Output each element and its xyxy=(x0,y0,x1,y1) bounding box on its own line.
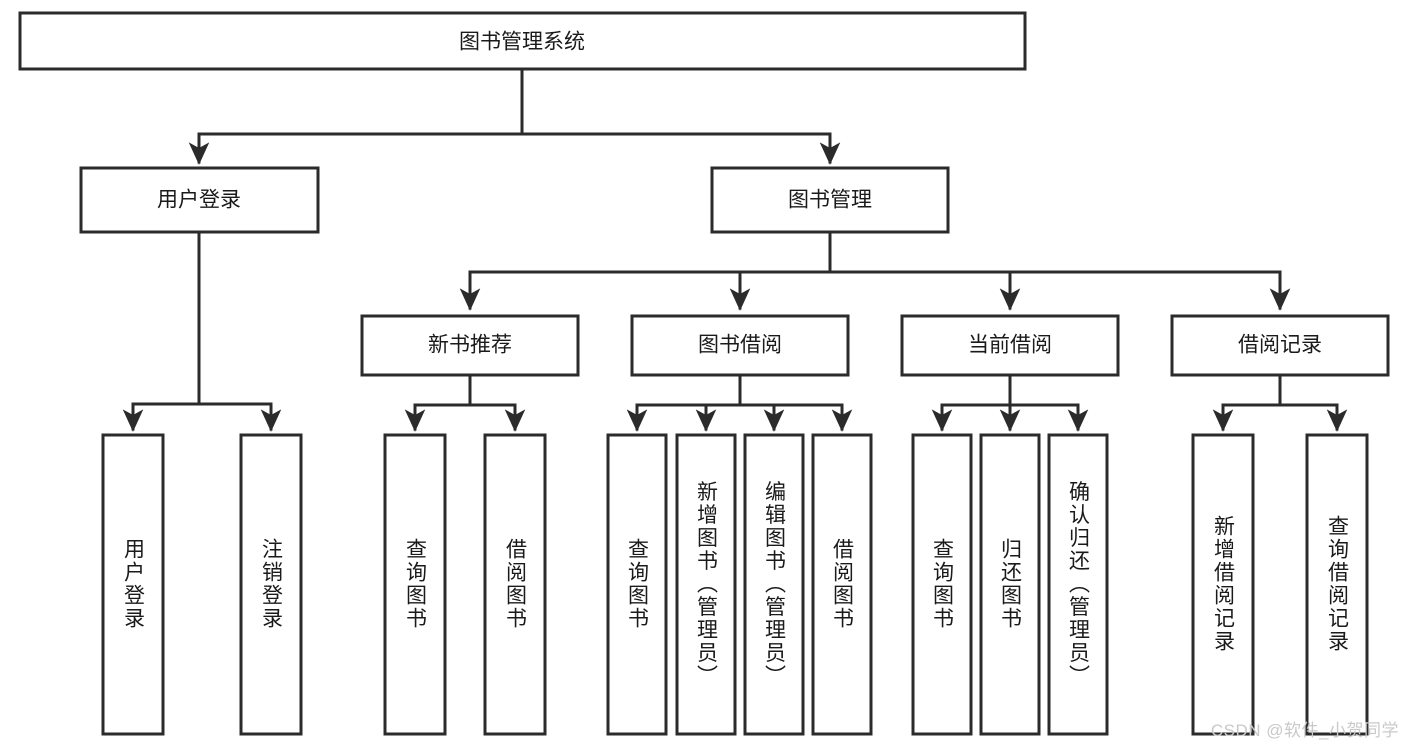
node-leaf-query-book-cur-label: 查询图书 xyxy=(931,538,955,630)
connector-user-login-bus xyxy=(131,230,273,406)
node-leaf-borrow-book[interactable]: 借阅图书 xyxy=(811,433,873,736)
node-leaf-user-login-label: 用户登录 xyxy=(122,538,146,630)
node-leaf-borrow-book-label: 借阅图书 xyxy=(831,538,855,630)
node-leaf-add-record[interactable]: 新增借阅记录 xyxy=(1191,433,1255,736)
connector-new-book-rec-bus xyxy=(413,373,517,407)
node-leaf-logout[interactable]: 注销登录 xyxy=(239,433,303,736)
node-root-label: 图书管理系统 xyxy=(459,31,585,54)
node-leaf-borrow-book-rec[interactable]: 借阅图书 xyxy=(483,433,547,736)
node-book-manage[interactable]: 图书管理 xyxy=(710,166,950,234)
connector-root-bus xyxy=(197,67,832,136)
node-leaf-add-record-label: 新增借阅记录 xyxy=(1212,515,1236,653)
node-book-manage-label: 图书管理 xyxy=(788,189,872,212)
connector-current-borrow-bus xyxy=(940,373,1080,407)
node-leaf-add-book-label: 新增图书（管理员） xyxy=(695,481,719,688)
node-current-borrow[interactable]: 当前借阅 xyxy=(900,314,1120,377)
node-leaf-add-book[interactable]: 新增图书（管理员） xyxy=(675,433,737,736)
node-current-borrow-label: 当前借阅 xyxy=(968,334,1052,357)
node-leaf-return-book[interactable]: 归还图书 xyxy=(979,433,1041,736)
connector-book-manage-bus xyxy=(468,230,1282,274)
node-root[interactable]: 图书管理系统 xyxy=(18,11,1027,71)
node-leaf-query-book-rec[interactable]: 查询图书 xyxy=(383,433,447,736)
node-leaf-confirm-return-label: 确认归还（管理员） xyxy=(1067,481,1091,688)
node-new-book-rec[interactable]: 新书推荐 xyxy=(360,314,580,377)
node-leaf-query-book-rec-label: 查询图书 xyxy=(404,538,428,630)
node-leaf-confirm-return[interactable]: 确认归还（管理员） xyxy=(1047,433,1109,736)
node-book-borrow-label: 图书借阅 xyxy=(698,334,782,357)
connector-borrow-record-bus xyxy=(1221,373,1339,407)
csdn-watermark: CSDN @软件_小贺同学 xyxy=(1210,721,1399,740)
node-book-borrow[interactable]: 图书借阅 xyxy=(630,314,850,377)
node-borrow-record-label: 借阅记录 xyxy=(1238,334,1322,357)
connector-book-borrow-bus xyxy=(635,373,844,407)
node-leaf-query-record[interactable]: 查询借阅记录 xyxy=(1305,433,1369,736)
node-leaf-edit-book[interactable]: 编辑图书（管理员） xyxy=(743,433,805,736)
node-leaf-query-book-label: 查询图书 xyxy=(626,538,650,630)
node-user-login[interactable]: 用户登录 xyxy=(79,166,320,234)
node-new-book-rec-label: 新书推荐 xyxy=(428,334,512,357)
node-leaf-query-book-cur[interactable]: 查询图书 xyxy=(911,433,973,736)
node-user-login-label: 用户登录 xyxy=(157,189,241,212)
node-borrow-record[interactable]: 借阅记录 xyxy=(1170,314,1390,377)
node-leaf-user-login[interactable]: 用户登录 xyxy=(101,433,165,736)
node-leaf-return-book-label: 归还图书 xyxy=(999,538,1023,630)
node-leaf-logout-label: 注销登录 xyxy=(260,538,284,630)
node-leaf-query-book[interactable]: 查询图书 xyxy=(606,433,668,736)
node-leaf-borrow-book-rec-label: 借阅图书 xyxy=(504,538,528,630)
node-leaf-edit-book-label: 编辑图书（管理员） xyxy=(763,481,787,688)
node-leaf-query-record-label: 查询借阅记录 xyxy=(1326,515,1350,653)
connector-layer xyxy=(122,67,1348,432)
